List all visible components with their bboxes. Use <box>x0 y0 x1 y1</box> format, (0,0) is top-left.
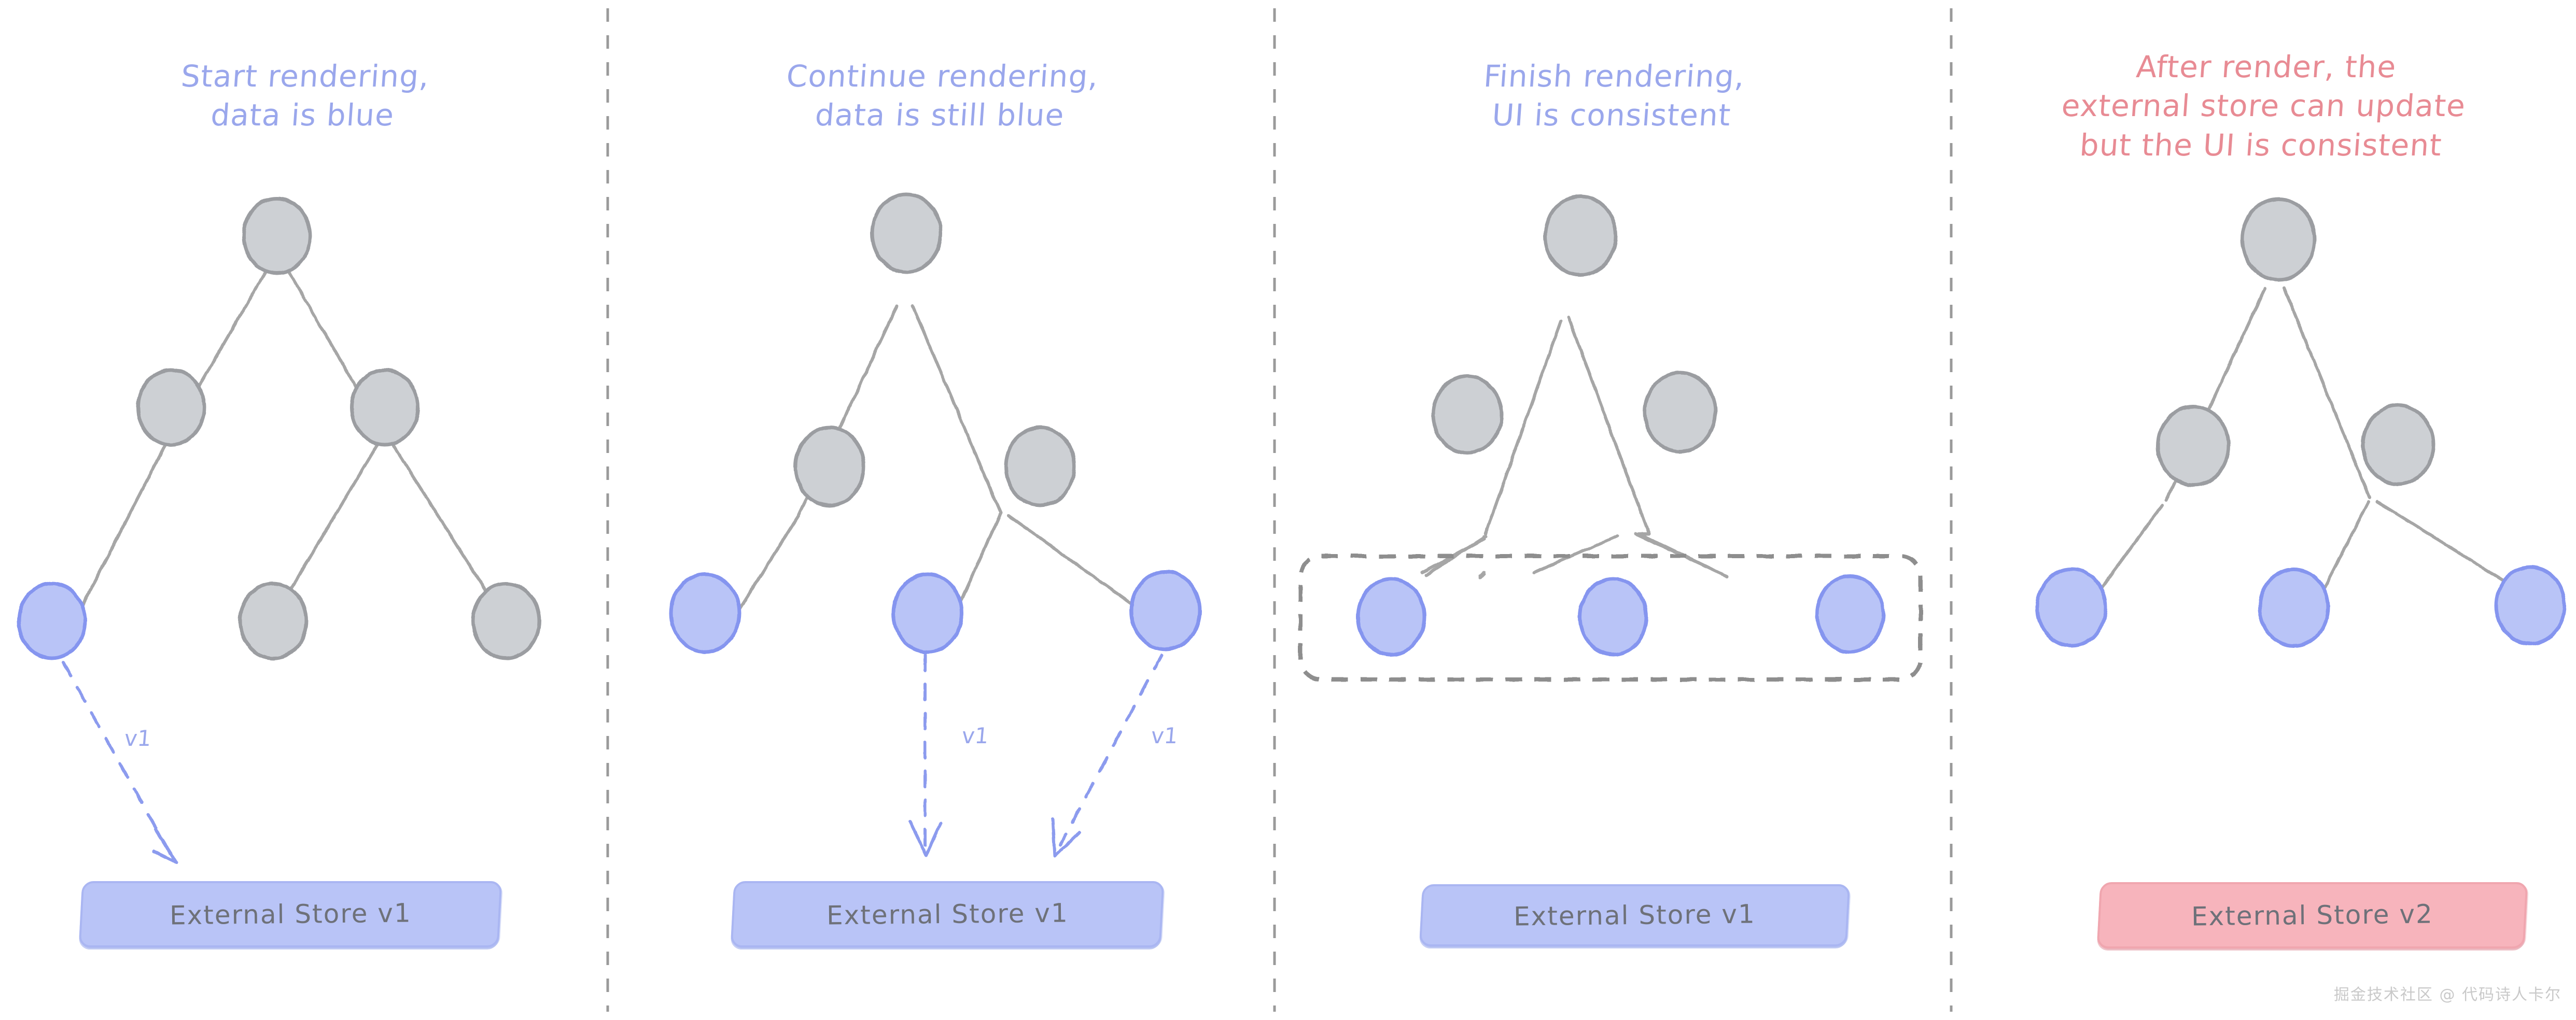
panel-dividers <box>606 8 1953 1012</box>
external-store-label: External Store v1 <box>1513 899 1756 932</box>
panel-2-tree <box>669 192 1202 654</box>
watermark-credit: 掘金技术社区 @ 代码诗人卡尔 <box>2333 986 2561 1004</box>
panel-4-tree <box>2035 197 2567 648</box>
panel-1-title: Start rendering, data is blue <box>179 59 431 133</box>
tree-edge <box>272 433 385 619</box>
store-arrow-head <box>152 828 178 864</box>
tree-node-branch <box>1643 371 1717 454</box>
store-arrow-line <box>62 661 173 857</box>
tree-leaf-blue <box>1578 577 1648 657</box>
tree-node-branch <box>2361 403 2435 486</box>
tree-edge <box>2283 287 2371 499</box>
external-store-label: External Store v1 <box>169 898 412 931</box>
tree-edge <box>1424 535 1487 577</box>
tree-node-branch <box>136 368 206 447</box>
tree-node-branch <box>1004 426 1076 507</box>
tree-edge <box>1567 316 1650 535</box>
tree-edge <box>732 514 800 619</box>
tree-node-root <box>870 192 943 274</box>
tree-leaf-blue <box>2035 567 2108 648</box>
panel-3-edges <box>1479 571 1486 579</box>
tree-leaf-blue <box>669 572 741 654</box>
store-arrow-head <box>908 820 942 857</box>
tree-edge <box>2321 500 2370 592</box>
tree-node-root <box>242 196 312 275</box>
external-store-label: External Store v1 <box>826 898 1069 931</box>
tree-edge <box>74 433 173 619</box>
consistent-ui-group-box <box>1298 554 1923 682</box>
tree-edge <box>1484 320 1562 535</box>
panel-2-store-arrows <box>908 654 1163 858</box>
tree-node-root <box>1543 194 1618 277</box>
tree-node-branch <box>1431 374 1504 455</box>
tree-leaf-gray <box>471 582 541 660</box>
panel-1-edges <box>74 252 505 619</box>
panel-2-title: Continue rendering, data is still blue <box>785 59 1100 133</box>
tree-leaf-blue <box>2258 567 2330 648</box>
tree-node-branch <box>349 368 420 447</box>
tree-node-branch <box>793 426 866 507</box>
store-arrow-label-v1: v1 <box>960 723 990 748</box>
panel-1-store-arrow <box>62 661 178 864</box>
tree-leaf-blue <box>1356 577 1426 657</box>
panel-4-title: After render, the external store can upd… <box>2060 49 2467 163</box>
tree-node-branch <box>2156 404 2231 487</box>
tree-leaf-blue <box>17 582 87 660</box>
store-arrow-label-v1: v1 <box>123 726 152 751</box>
tree-leaf-gray <box>238 582 309 660</box>
external-store-label: External Store v2 <box>2191 899 2434 932</box>
store-arrow-label-v1: v1 <box>1150 723 1179 748</box>
tree-leaf-blue <box>891 572 964 654</box>
tree-leaf-blue <box>1129 570 1202 651</box>
tree-edge <box>2376 500 2522 592</box>
tree-node-root <box>2240 197 2317 282</box>
tree-edge <box>385 433 505 619</box>
tree-edge <box>2097 504 2164 592</box>
tree-edge <box>1007 514 1153 619</box>
store-arrow-line <box>1059 654 1163 846</box>
panel-1-tree <box>17 196 541 660</box>
tree-leaf-blue <box>2494 565 2567 646</box>
external-store-box-panel-4[interactable]: External Store v2 <box>2096 882 2528 948</box>
panel-3-title: Finish rendering, UI is consistent <box>1482 59 1746 133</box>
tree-edge <box>1532 534 1619 574</box>
panel-3-tree <box>1298 194 1923 682</box>
tree-leaf-blue <box>1815 574 1885 654</box>
external-store-box-panel-3[interactable]: External Store v1 <box>1419 884 1851 946</box>
external-store-box-panel-2[interactable]: External Store v1 <box>730 881 1165 947</box>
external-store-box-panel-1[interactable]: External Store v1 <box>78 881 502 947</box>
tree-edge <box>911 304 1002 515</box>
store-arrow-head <box>1051 817 1081 858</box>
